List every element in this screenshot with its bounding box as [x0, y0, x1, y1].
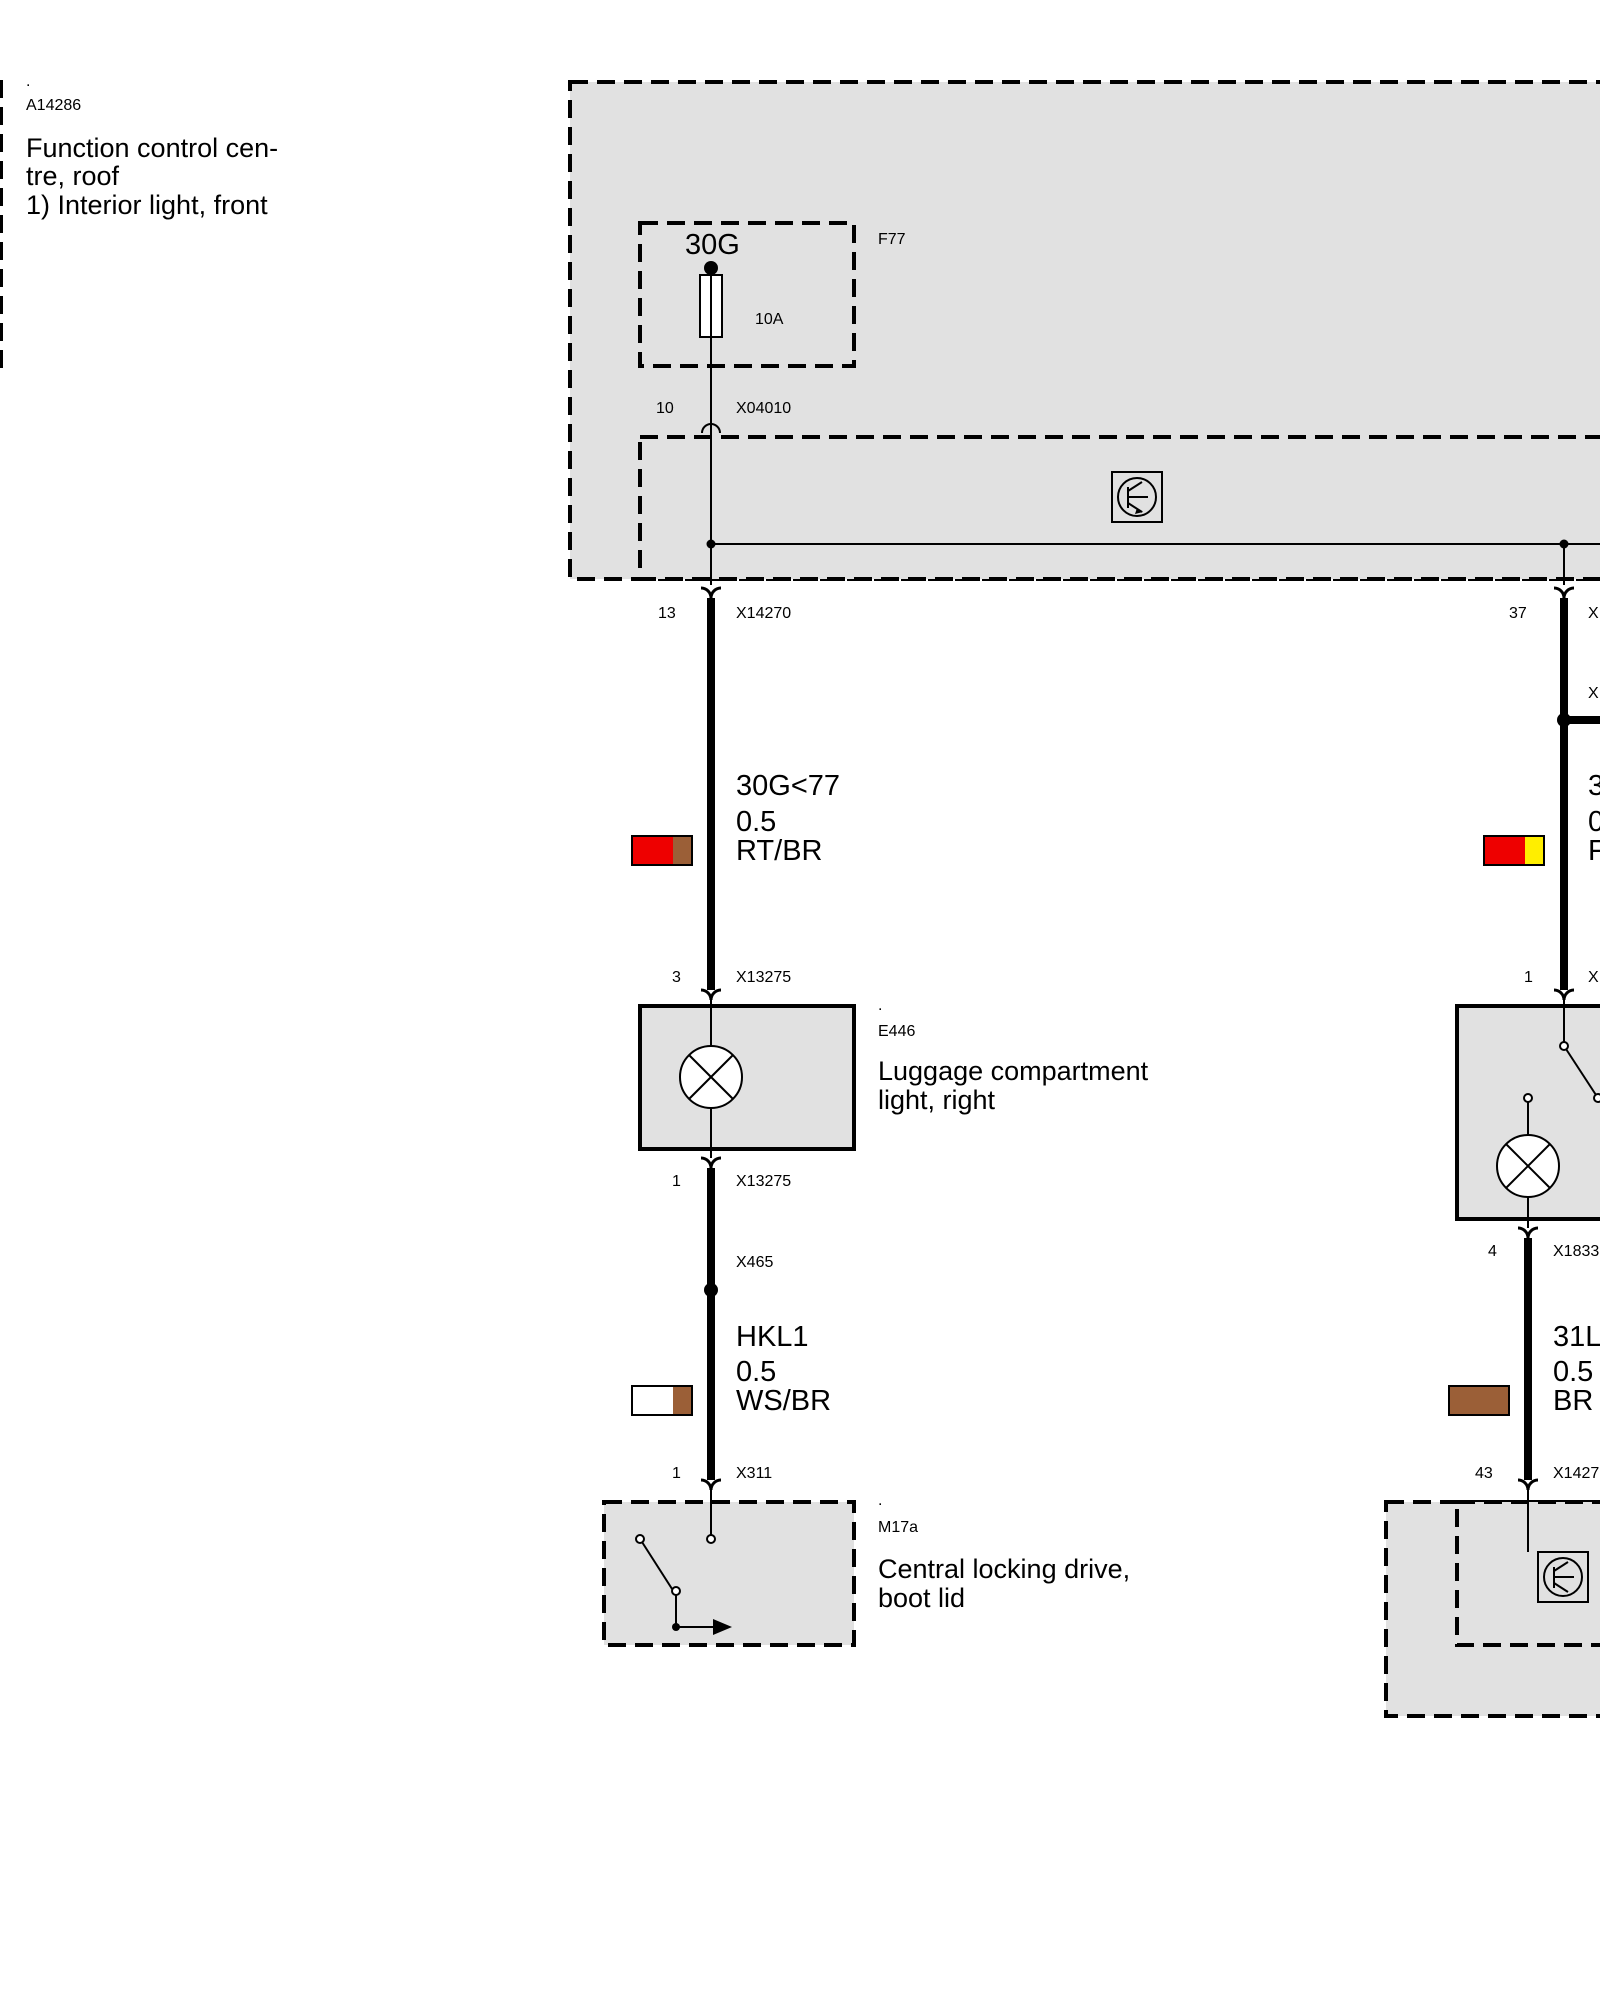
left-panel-desc-1: Function control cen-	[26, 133, 278, 163]
lamp-name-2: light, right	[878, 1085, 996, 1115]
lamp-icon	[679, 1045, 743, 1109]
splice-label: X465	[736, 1254, 773, 1271]
left-wire1-color-swatch	[631, 835, 693, 866]
lamp-dot: .	[878, 997, 882, 1014]
left-wire2-size: 0.5	[736, 1356, 776, 1388]
drive-pin: 1	[672, 1465, 681, 1482]
lamp-id: E446	[878, 1023, 915, 1040]
drive-connector-symbol	[700, 1478, 722, 1491]
drive-id: M17a	[878, 1519, 918, 1536]
left-panel-dot: .	[26, 73, 30, 90]
transistor-icon	[1111, 471, 1163, 523]
lamp-top-connector: X13275	[736, 969, 791, 986]
electronics-box	[638, 435, 1600, 581]
right-transistor-icon	[1537, 1551, 1589, 1603]
left-wire2-color: WS/BR	[736, 1385, 831, 1417]
right-lamp-bottom-connector-symbol	[1517, 1226, 1539, 1239]
drive-name-1: Central locking drive,	[878, 1554, 1130, 1584]
fuse-rating: 10A	[755, 311, 784, 328]
drive-connector: X311	[736, 1465, 772, 1482]
lamp-box	[638, 1004, 856, 1151]
right-wire2-color: BR	[1553, 1385, 1593, 1417]
drive-name-2: boot lid	[878, 1583, 965, 1613]
right-module-connector: X1427	[1553, 1465, 1599, 1482]
left-panel-id: A14286	[26, 97, 81, 114]
right-lamp-top-connector: X	[1588, 969, 1599, 986]
right-wire1-color: F	[1588, 835, 1600, 867]
left-top-connector: X14270	[736, 605, 791, 622]
right-wire1-color-swatch	[1483, 835, 1545, 866]
lamp-bottom-connector: X13275	[736, 1173, 791, 1190]
right-wire2-color-swatch	[1448, 1385, 1510, 1416]
right-lamp-bottom-pin: 4	[1488, 1243, 1497, 1260]
fuse-ref: F77	[878, 231, 906, 248]
right-module-pin: 43	[1475, 1465, 1493, 1482]
right-top-connector: X	[1588, 605, 1599, 622]
left-top-connector-symbol	[700, 586, 722, 599]
switch-icon	[635, 1534, 732, 1635]
splice-node	[704, 1283, 718, 1297]
arrow-right-icon	[713, 1619, 732, 1635]
door-switch-icon	[1523, 1000, 1600, 1136]
left-wire2-color-swatch	[631, 1385, 693, 1416]
right-wire2-signal: 31L	[1553, 1321, 1600, 1353]
right-wire1-size: 0	[1588, 806, 1600, 838]
lamp-bottom-connector-symbol	[700, 1156, 722, 1169]
right-lamp-top-pin: 1	[1524, 969, 1533, 986]
fuse-connector: X04010	[736, 400, 791, 417]
lamp-bottom-pin: 1	[672, 1173, 681, 1190]
fuse-terminal-label: 30G	[685, 229, 740, 261]
lamp-top-connector-symbol	[700, 988, 722, 1001]
left-wire2-signal: HKL1	[736, 1321, 809, 1353]
fuse-box	[638, 221, 856, 368]
lamp-name-1: Luggage compartment	[878, 1056, 1149, 1086]
left-top-pin: 13	[658, 605, 676, 622]
fuse-pin: 10	[656, 400, 674, 417]
left-panel-desc-2: tre, roof	[26, 161, 120, 191]
drive-box	[602, 1500, 856, 1647]
left-wire1-color: RT/BR	[736, 835, 822, 867]
right-splice-label: X	[1588, 685, 1599, 702]
left-wire1-size: 0.5	[736, 806, 776, 838]
right-lamp-bottom-connector: X1833	[1553, 1243, 1599, 1260]
right-top-connector-symbol	[1553, 586, 1575, 599]
right-lamp-icon	[1496, 1134, 1560, 1198]
right-lamp-top-connector-symbol	[1553, 988, 1575, 1001]
drive-dot: .	[878, 1492, 882, 1509]
fuse-connector-symbol	[701, 423, 721, 434]
right-top-pin: 37	[1509, 605, 1527, 622]
right-module-connector-symbol	[1517, 1478, 1539, 1491]
left-panel-desc-3: 1) Interior light, front	[26, 190, 268, 220]
left-wire1-signal: 30G<77	[736, 770, 840, 802]
right-wire1-signal: 3	[1588, 770, 1600, 802]
lamp-top-pin: 3	[672, 969, 681, 986]
right-wire2-size: 0.5	[1553, 1356, 1593, 1388]
